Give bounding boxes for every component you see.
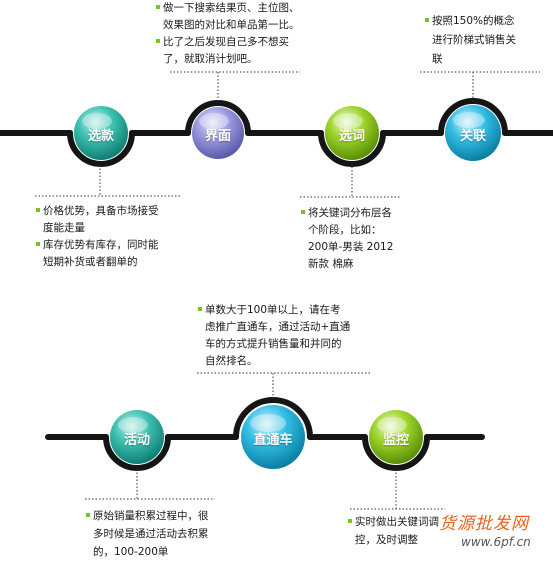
- watermark-url: www.6pf.cn: [461, 535, 531, 549]
- node-jiankong: [369, 410, 423, 464]
- note-keywords-line-1: 将关键词分布层各: [308, 207, 392, 219]
- note-through-train: 单数大于100单以上，请在考 虑推广直通车，通过活动+直通 车的方式提升销售量和…: [198, 302, 350, 370]
- node-label-zhitongche: 直通车: [253, 433, 293, 448]
- bullet-icon: [86, 513, 90, 517]
- note-keywords: 将关键词分布层各 个阶段，比如： 200单-男装 2012 新款 棉麻: [301, 205, 393, 273]
- note-selection-line-4: 短期补货或者翻单的: [43, 256, 138, 268]
- bullet-icon: [198, 307, 202, 311]
- note-monitor-line-1: 实时做出关键词调: [355, 516, 439, 528]
- note-monitor-line-2: 控，及时调整: [355, 534, 418, 546]
- bullet-icon: [36, 208, 40, 212]
- bullet-icon: [156, 5, 160, 9]
- node-label-guanlian: 关联: [459, 129, 486, 144]
- node-xuanci: [325, 106, 379, 160]
- bullet-icon: [348, 519, 352, 523]
- node-jiemian: [192, 107, 244, 159]
- note-selection: 价格优势，具备市场接受 度能走量 库存优势有库存，同时能 短期补货或者翻单的: [36, 203, 159, 271]
- bullet-icon: [425, 18, 429, 22]
- note-selection-line-3: 库存优势有库存，同时能: [43, 239, 159, 251]
- note-interface-line-2: 效果图的对比和单品第一比。: [163, 19, 300, 31]
- node-guanlian: [445, 105, 501, 161]
- note-activity: 原始销量积累过程中，很 多时候是通过活动去积累 的，100-200单: [86, 507, 209, 561]
- note-activity-line-1: 原始销量积累过程中，很: [93, 510, 209, 522]
- note-keywords-line-4: 新款 棉麻: [308, 258, 354, 270]
- node-huodong: [110, 410, 164, 464]
- bullet-icon: [301, 210, 305, 214]
- note-keywords-line-2: 个阶段，比如：: [308, 224, 382, 236]
- bullet-icon: [156, 39, 160, 43]
- note-association: 按照150%的概念 进行阶梯式销售关 联: [425, 12, 516, 69]
- timeline-2: [45, 397, 485, 471]
- note-through-train-line-2: 虑推广直通车，通过活动+直通: [205, 321, 351, 333]
- note-association-line-2: 进行阶梯式销售关: [432, 34, 516, 46]
- note-interface-line-4: 了，就取消计划吧。: [163, 53, 258, 65]
- note-through-train-line-4: 自然排名。: [205, 355, 258, 367]
- node-label-huodong: 活动: [123, 433, 150, 448]
- node-label-xuanci: 选词: [338, 129, 365, 144]
- note-selection-line-1: 价格优势，具备市场接受: [43, 205, 159, 217]
- note-interface-line-3: 比了之后发现自己多不想买: [163, 36, 289, 48]
- watermark-logo: 货源批发网: [439, 514, 529, 534]
- note-keywords-line-3: 200单-男装 2012: [308, 241, 394, 253]
- note-through-train-line-1: 单数大于100单以上，请在考: [205, 304, 341, 316]
- note-interface-line-1: 做一下搜索结果页、主位图、: [163, 2, 300, 14]
- note-activity-line-2: 多时候是通过活动去积累: [93, 528, 209, 540]
- node-label-jiemian: 界面: [204, 129, 231, 144]
- node-label-jiankong: 监控: [382, 433, 409, 448]
- note-association-line-1: 按照150%的概念: [432, 15, 515, 27]
- note-activity-line-3: 的，100-200单: [93, 546, 169, 558]
- bullet-icon: [36, 242, 40, 246]
- node-zhitongche: [241, 405, 305, 469]
- note-interface: 做一下搜索结果页、主位图、 效果图的对比和单品第一比。 比了之后发现自己多不想买…: [156, 0, 300, 68]
- node-xuankuan: [74, 106, 128, 160]
- node-label-xuankuan: 选款: [87, 129, 114, 144]
- note-monitor: 实时做出关键词调 控，及时调整: [348, 513, 439, 549]
- note-selection-line-2: 度能走量: [43, 222, 85, 234]
- note-through-train-line-3: 车的方式提升销售量和并同的: [205, 338, 342, 350]
- note-association-line-3: 联: [432, 53, 443, 65]
- dotted-connectors: [35, 71, 540, 510]
